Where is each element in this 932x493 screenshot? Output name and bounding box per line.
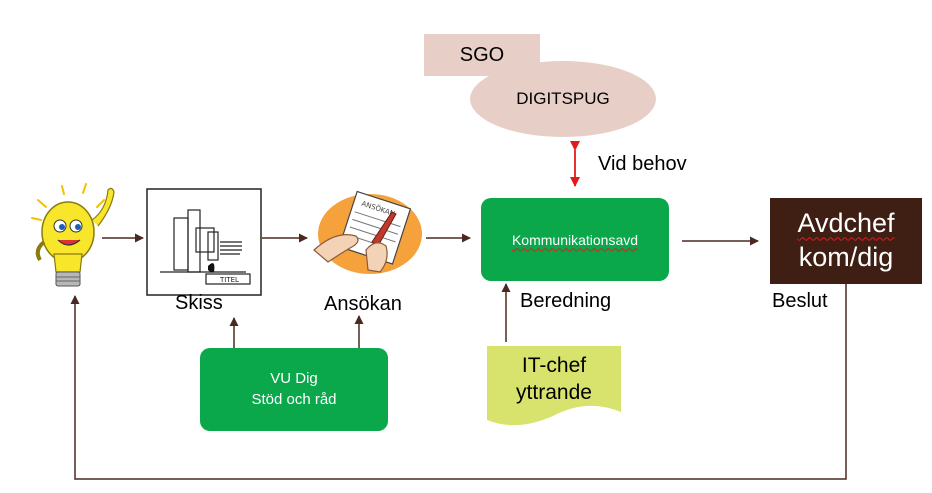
digitspug-ellipse: DIGITSPUG [470,61,656,137]
sgo-label: SGO [459,43,505,66]
it-chef-note-shape [487,346,621,426]
avdchef-box: Avdchef kom/dig [770,198,922,284]
skiss-label: Skiss [175,292,223,314]
beslut-label: Beslut [772,290,828,312]
vid-behov-label: Vid behov [598,153,687,175]
beredning-label: Beredning [520,290,612,312]
avdchef-line1: Avdchef [797,208,895,239]
sketch-drawing-icon: TITEL [146,188,262,296]
kommunikationsavd-label: Kommunikationsavd [511,231,639,248]
feedback-loop-arrow [70,284,847,480]
avdchef-line2: kom/dig [798,242,894,272]
lightbulb-idea-icon [31,183,115,287]
application-form-icon: ANSÖKAN [313,190,422,274]
ansokan-label: Ansökan [324,293,402,315]
sketch-title-text: TITEL [219,276,239,284]
it-chef-line1: IT-chef [521,353,587,377]
vu-dig-line1: VU Dig [270,370,318,388]
vu-dig-line2: Stöd och råd [251,390,337,408]
vu-dig-box: VU Dig Stöd och råd [200,348,388,431]
it-chef-line2: yttrande [516,381,592,404]
kommunikationsavd-box: Kommunikationsavd [481,198,669,281]
it-chef-text: IT-chef yttrande [487,350,621,408]
digitspug-label: DIGITSPUG [516,89,610,108]
